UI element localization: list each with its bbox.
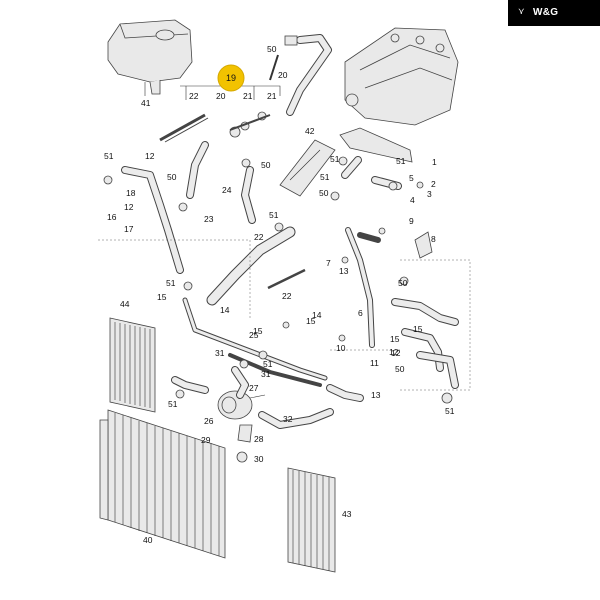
callout-9: 9 [409, 216, 414, 226]
callout-11: 11 [370, 358, 379, 368]
highlight-number: 19 [226, 73, 236, 83]
callout-24: 24 [222, 185, 232, 195]
callout-43: 43 [342, 509, 352, 519]
callout-40: 40 [143, 535, 153, 545]
callout-26: 26 [204, 416, 214, 426]
callout-29: 29 [201, 435, 211, 445]
callout-20: 20 [216, 91, 226, 101]
callout-30: 30 [254, 454, 264, 464]
callout-14: 14 [220, 305, 230, 315]
callout-2: 2 [431, 179, 436, 189]
callout-17: 17 [124, 224, 134, 234]
highlighted-part-marker: 19 [217, 64, 245, 92]
brand-logo-icon: ⋎ [518, 7, 525, 17]
callout-12c: 12 [124, 202, 134, 212]
callout-50e: 50 [398, 278, 408, 288]
callout-25: 25 [249, 330, 259, 340]
callout-51a: 51 [104, 151, 114, 161]
callout-22b: 22 [254, 232, 264, 242]
callout-labels: 1 2 3 4 5 6 7 8 9 10 11 12 13 14 15 16 1… [104, 44, 455, 545]
callout-16: 16 [107, 212, 117, 222]
callout-14b: 14 [312, 310, 322, 320]
brand-badge: ⋎ W&G [508, 0, 600, 26]
callout-51i: 51 [445, 406, 455, 416]
callout-41: 41 [141, 98, 151, 108]
callout-51d: 51 [396, 156, 406, 166]
callout-31: 31 [215, 348, 225, 358]
callout-15d: 15 [390, 334, 400, 344]
callout-13b: 13 [339, 266, 349, 276]
callout-50d: 50 [319, 188, 329, 198]
callout-5: 5 [409, 173, 414, 183]
engine-block [344, 27, 459, 126]
callout-51e: 51 [269, 210, 279, 220]
callout-50f: 50 [395, 364, 405, 374]
main-radiator [99, 409, 226, 559]
auxiliary-radiator-right [287, 467, 336, 573]
callout-15e: 15 [253, 326, 263, 336]
callout-1: 1 [432, 157, 437, 167]
callout-21: 21 [243, 91, 253, 101]
callout-7: 7 [326, 258, 331, 268]
callout-44: 44 [120, 299, 130, 309]
callout-51h: 51 [263, 359, 273, 369]
callout-12b: 12 [145, 151, 155, 161]
callout-42: 42 [305, 126, 315, 136]
callout-50a: 50 [267, 44, 277, 54]
callout-13: 13 [371, 390, 381, 400]
callout-20b: 20 [278, 70, 288, 80]
callout-15c: 15 [306, 316, 316, 326]
callout-15: 15 [157, 292, 167, 302]
callout-28: 28 [254, 434, 264, 444]
callout-10: 10 [336, 343, 346, 353]
callout-22a: 22 [189, 91, 199, 101]
callout-32: 32 [283, 414, 293, 424]
callout-23: 23 [204, 214, 214, 224]
callout-12a: 12 [389, 347, 399, 357]
callout-50c: 50 [261, 160, 271, 170]
auxiliary-pump [217, 390, 266, 420]
callout-4: 4 [410, 195, 415, 205]
radiator-small-left [109, 317, 156, 413]
callout-3: 3 [427, 189, 432, 199]
callout-18: 18 [126, 188, 136, 198]
callout-22c: 22 [282, 291, 292, 301]
callout-6: 6 [358, 308, 363, 318]
expansion-tank [107, 19, 193, 96]
callout-51c: 51 [330, 154, 340, 164]
callout-8: 8 [431, 234, 436, 244]
callout-15b: 15 [413, 324, 423, 334]
callout-51g: 51 [168, 399, 178, 409]
brand-name: W&G [533, 7, 559, 18]
callout-12d: 12 [391, 348, 401, 358]
callout-51f: 51 [166, 278, 176, 288]
callout-21b: 21 [267, 91, 277, 101]
callout-50b: 50 [167, 172, 177, 182]
callout-31b: 31 [261, 369, 271, 379]
callout-51b: 51 [320, 172, 330, 182]
callout-27: 27 [249, 383, 259, 393]
